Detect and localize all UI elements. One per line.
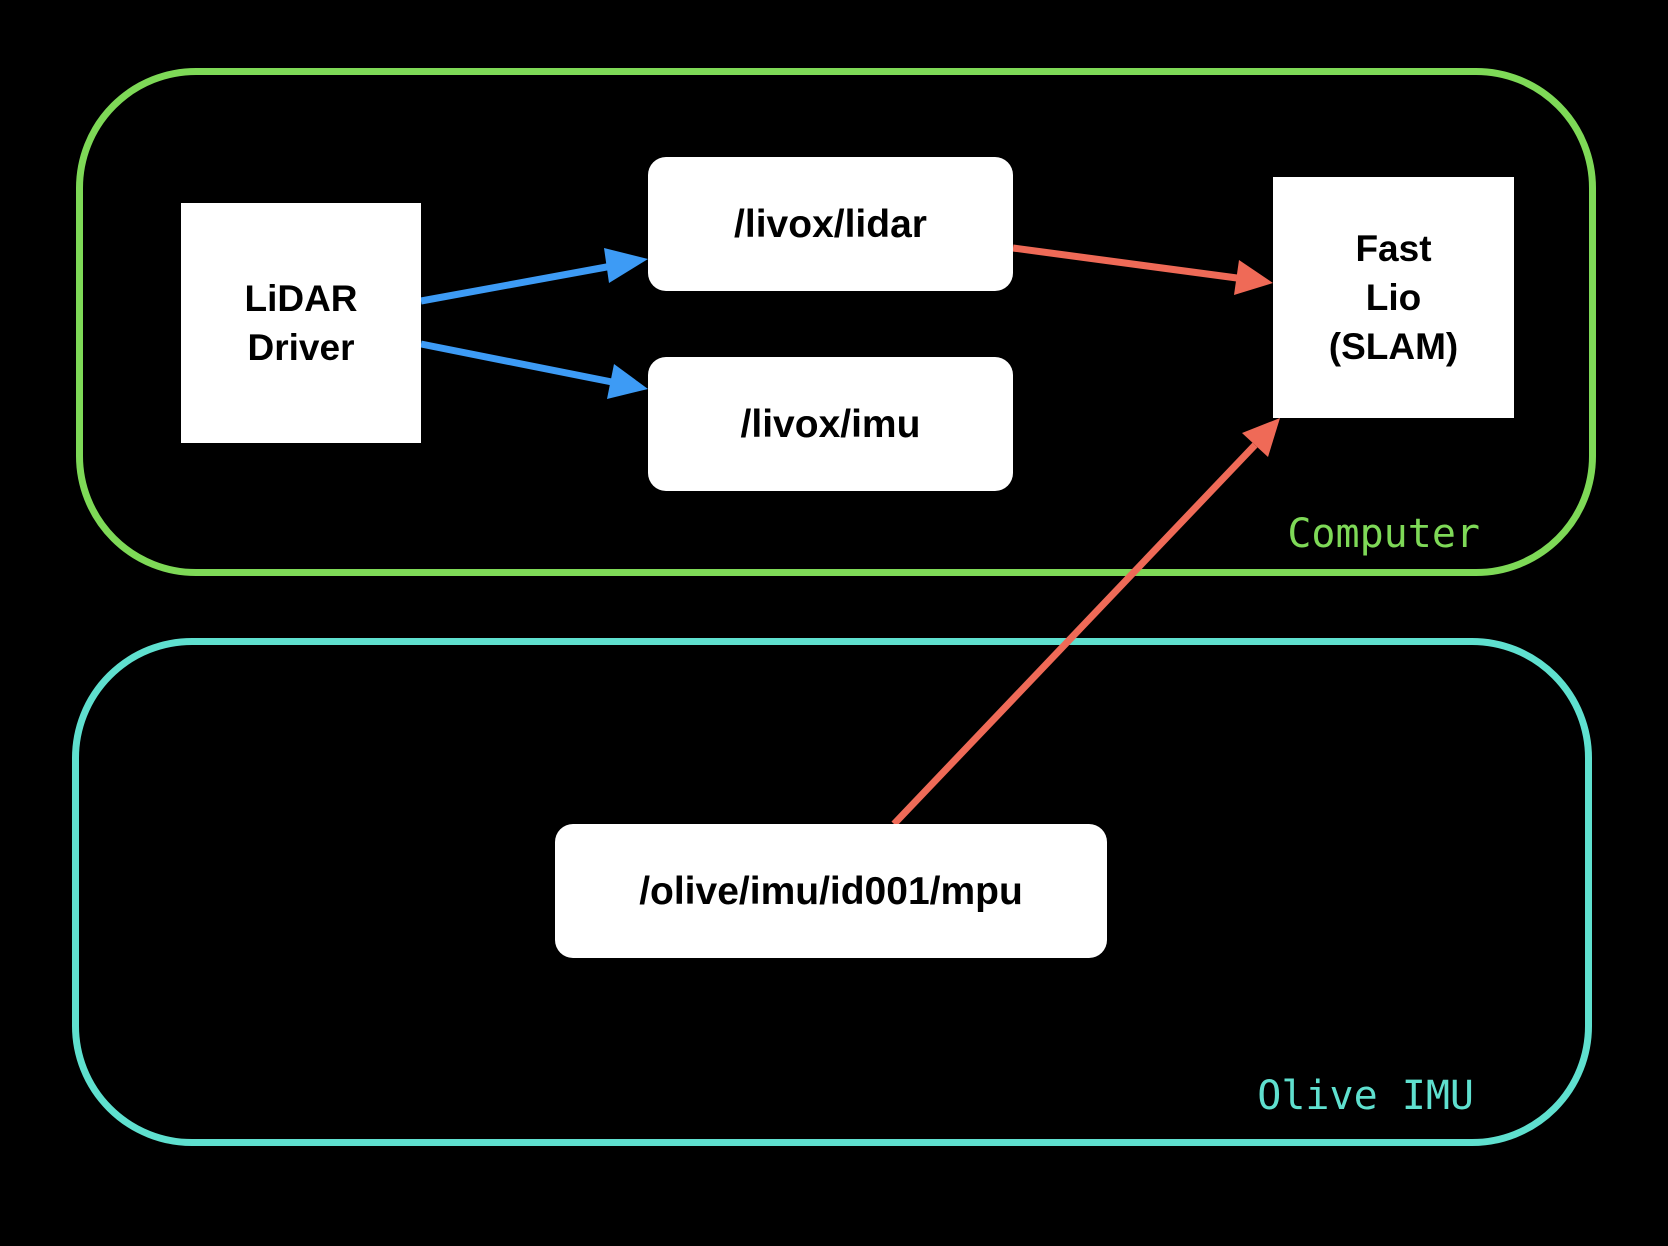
lidar-driver-label-line2: Driver <box>247 327 355 368</box>
olive-mpu-label: /olive/imu/id001/mpu <box>639 869 1023 913</box>
edge-lidar-driver-to-livox-imu <box>420 340 648 399</box>
olive-imu-group-label: Olive IMU <box>1257 1073 1474 1119</box>
olive-imu-group <box>72 638 1592 1146</box>
computer-group-label: Computer <box>1287 511 1480 557</box>
fast-lio-node: Fast Lio (SLAM) <box>1273 177 1514 418</box>
edge-livox-lidar-to-fast-lio <box>1012 244 1273 295</box>
computer-group <box>76 68 1596 576</box>
fast-lio-label-line3: (SLAM) <box>1328 326 1459 367</box>
edge-lidar-driver-to-livox-lidar <box>420 248 648 305</box>
olive-mpu-topic-node: /olive/imu/id001/mpu <box>555 824 1107 958</box>
lidar-driver-node: LiDAR Driver <box>181 203 421 443</box>
livox-imu-label: /livox/imu <box>740 402 921 446</box>
livox-lidar-topic-node: /livox/lidar <box>648 157 1013 291</box>
fast-lio-label-line2: Lio <box>1365 277 1422 318</box>
livox-imu-topic-node: /livox/imu <box>648 357 1013 491</box>
fast-lio-label-line1: Fast <box>1355 228 1432 269</box>
lidar-driver-label-line1: LiDAR <box>244 278 358 319</box>
livox-lidar-label: /livox/lidar <box>734 202 927 246</box>
edge-olive-mpu-to-fast-lio <box>891 418 1280 827</box>
